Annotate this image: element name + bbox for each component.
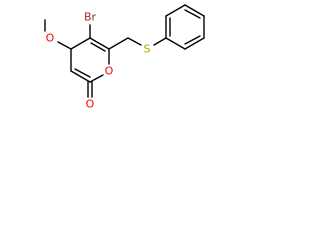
atom-label-o-methoxy: O [46,32,55,45]
atom-label-o-carbonyl: O [86,98,95,111]
bond-c4-omethoxy [57,41,72,50]
bond-s-phenyl [153,37,167,46]
bond-c6-ch2 [108,37,129,50]
atom-label-br: Br [84,11,97,24]
atom-label-s: S [144,43,151,56]
bond-ph3-ph4 [184,4,205,17]
bond-c3-c2-double [74,68,91,78]
bond-c5-c4 [70,37,91,50]
bond-c5-c6-double [90,42,106,52]
molecule-structure: Br O O O S [44,4,205,111]
bond-ph5-ph6-double [184,35,201,45]
bond-ph3-ph4-double [184,9,201,19]
bond-c3-c2 [70,70,91,83]
bond-ph2-ph3 [165,4,186,17]
bond-ph5-ph6 [184,37,205,50]
bond-c2-oring [89,74,104,83]
bond-ch2-s [127,37,142,46]
bond-ph6-ph1 [165,37,186,50]
atom-label-o-ring: O [105,65,114,78]
bond-c5-c6 [89,37,110,50]
